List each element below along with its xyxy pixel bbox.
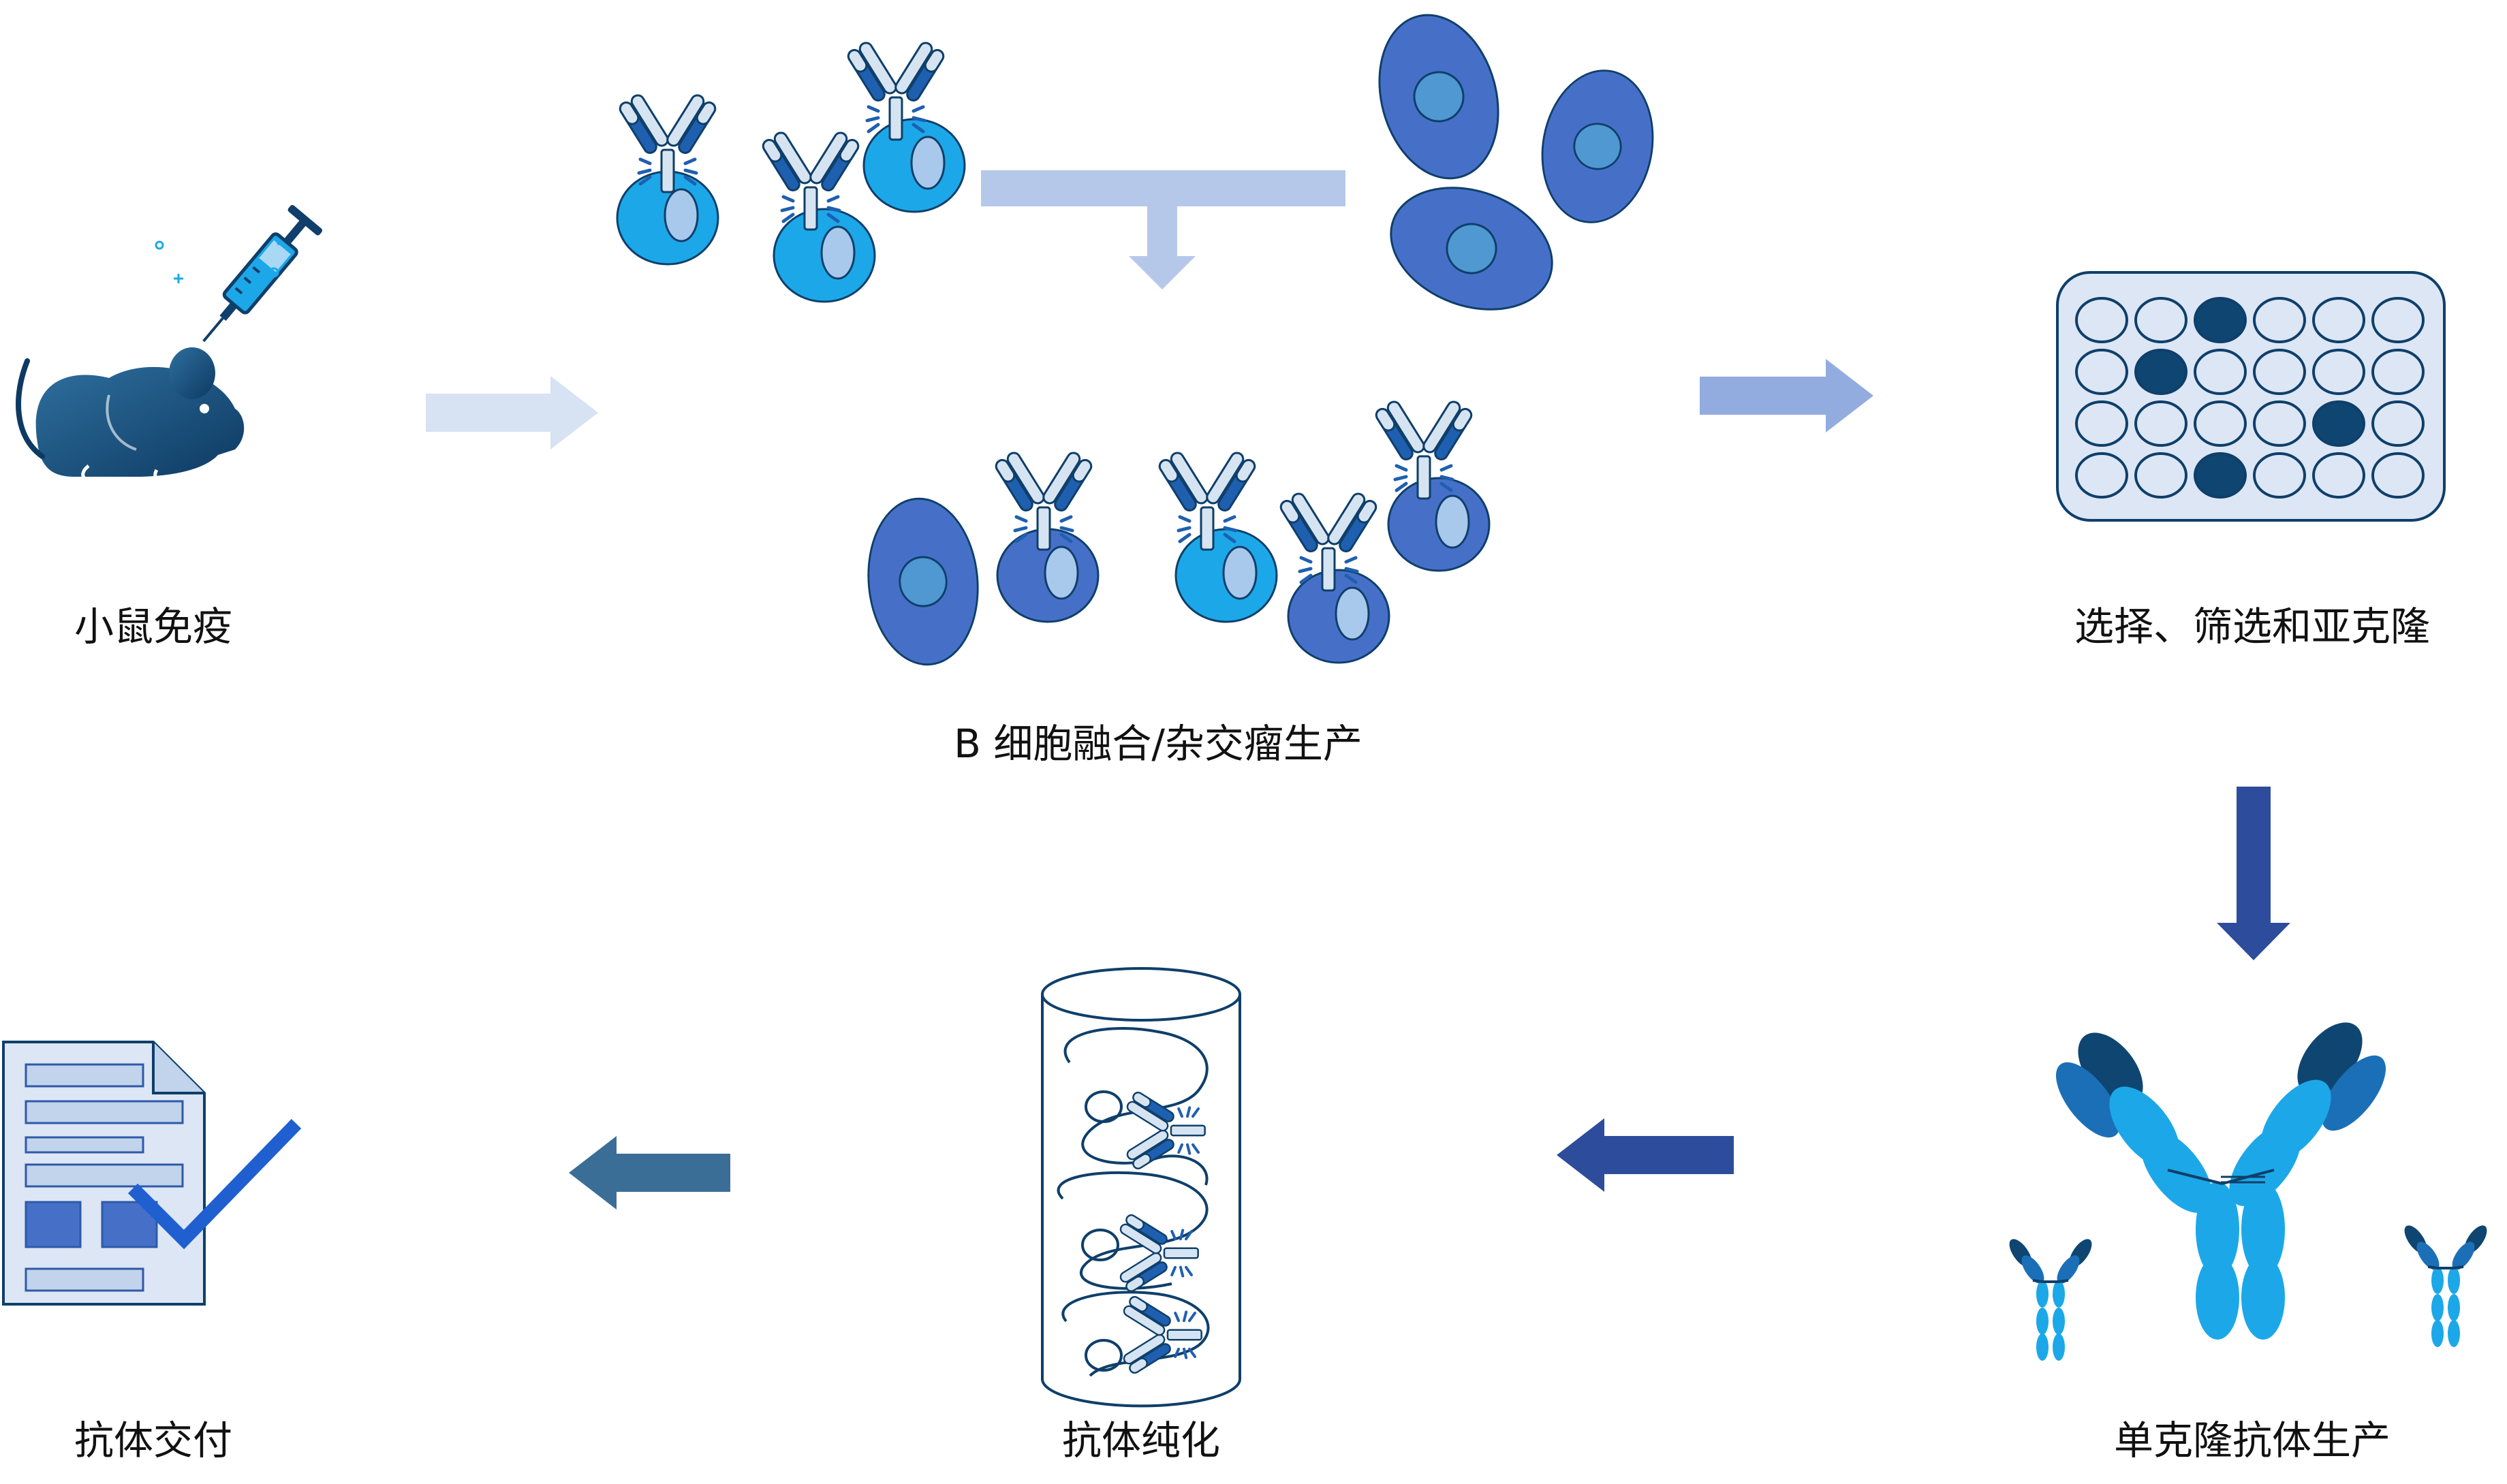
well: [2312, 349, 2365, 395]
step-purification-label: 抗体纯化: [1062, 1417, 1220, 1464]
step-production-label: 单克隆抗体生产: [2114, 1417, 2391, 1464]
well: [2134, 297, 2187, 343]
b-cell-with-antibodies-icon: [617, 41, 966, 303]
step-immunization-label: 小鼠免疫: [74, 603, 232, 650]
well: [2075, 452, 2128, 499]
well: [2253, 349, 2306, 395]
well: [2312, 452, 2365, 499]
well: [2075, 297, 2128, 343]
well: [2134, 452, 2187, 499]
step-delivery-label: 抗体交付: [74, 1417, 232, 1464]
well: [2134, 400, 2187, 447]
well: [2371, 349, 2425, 395]
well: [2253, 452, 2306, 499]
well: [2253, 297, 2306, 343]
arrow-to-purification: [1557, 1118, 1734, 1192]
arrow-to-screening: [1700, 359, 1873, 432]
well: [2371, 297, 2425, 343]
purification-column-icon: [1041, 967, 1241, 1408]
arrow-to-delivery: [569, 1136, 730, 1210]
well: [2075, 349, 2128, 395]
well: [2194, 349, 2247, 395]
step-fusion-label: B 细胞融合/杂交瘤生产: [954, 721, 1362, 767]
well: [2371, 452, 2425, 499]
myeloma-cell-icon: [1360, 0, 1666, 332]
step-screening-label: 选择、筛选和亚克隆: [2074, 603, 2430, 650]
well: [2371, 400, 2425, 447]
hybridoma-cell-icon: [860, 400, 1491, 670]
antibody-icon: [2004, 1022, 2493, 1362]
well: [2312, 297, 2365, 343]
arrow-to-fusion: [426, 376, 598, 449]
selected-well: [2134, 349, 2187, 395]
selected-well: [2194, 297, 2247, 343]
merge-arrow: [981, 170, 1345, 289]
selected-well: [2312, 400, 2365, 447]
well: [2075, 400, 2128, 447]
document-check-icon: [2, 1041, 302, 1306]
arrow-to-production: [2217, 787, 2290, 960]
well-plate-icon: [2056, 271, 2446, 522]
selected-well: [2194, 452, 2247, 499]
mouse-with-syringe-icon: [16, 205, 323, 484]
well: [2253, 400, 2306, 447]
well: [2194, 400, 2247, 447]
